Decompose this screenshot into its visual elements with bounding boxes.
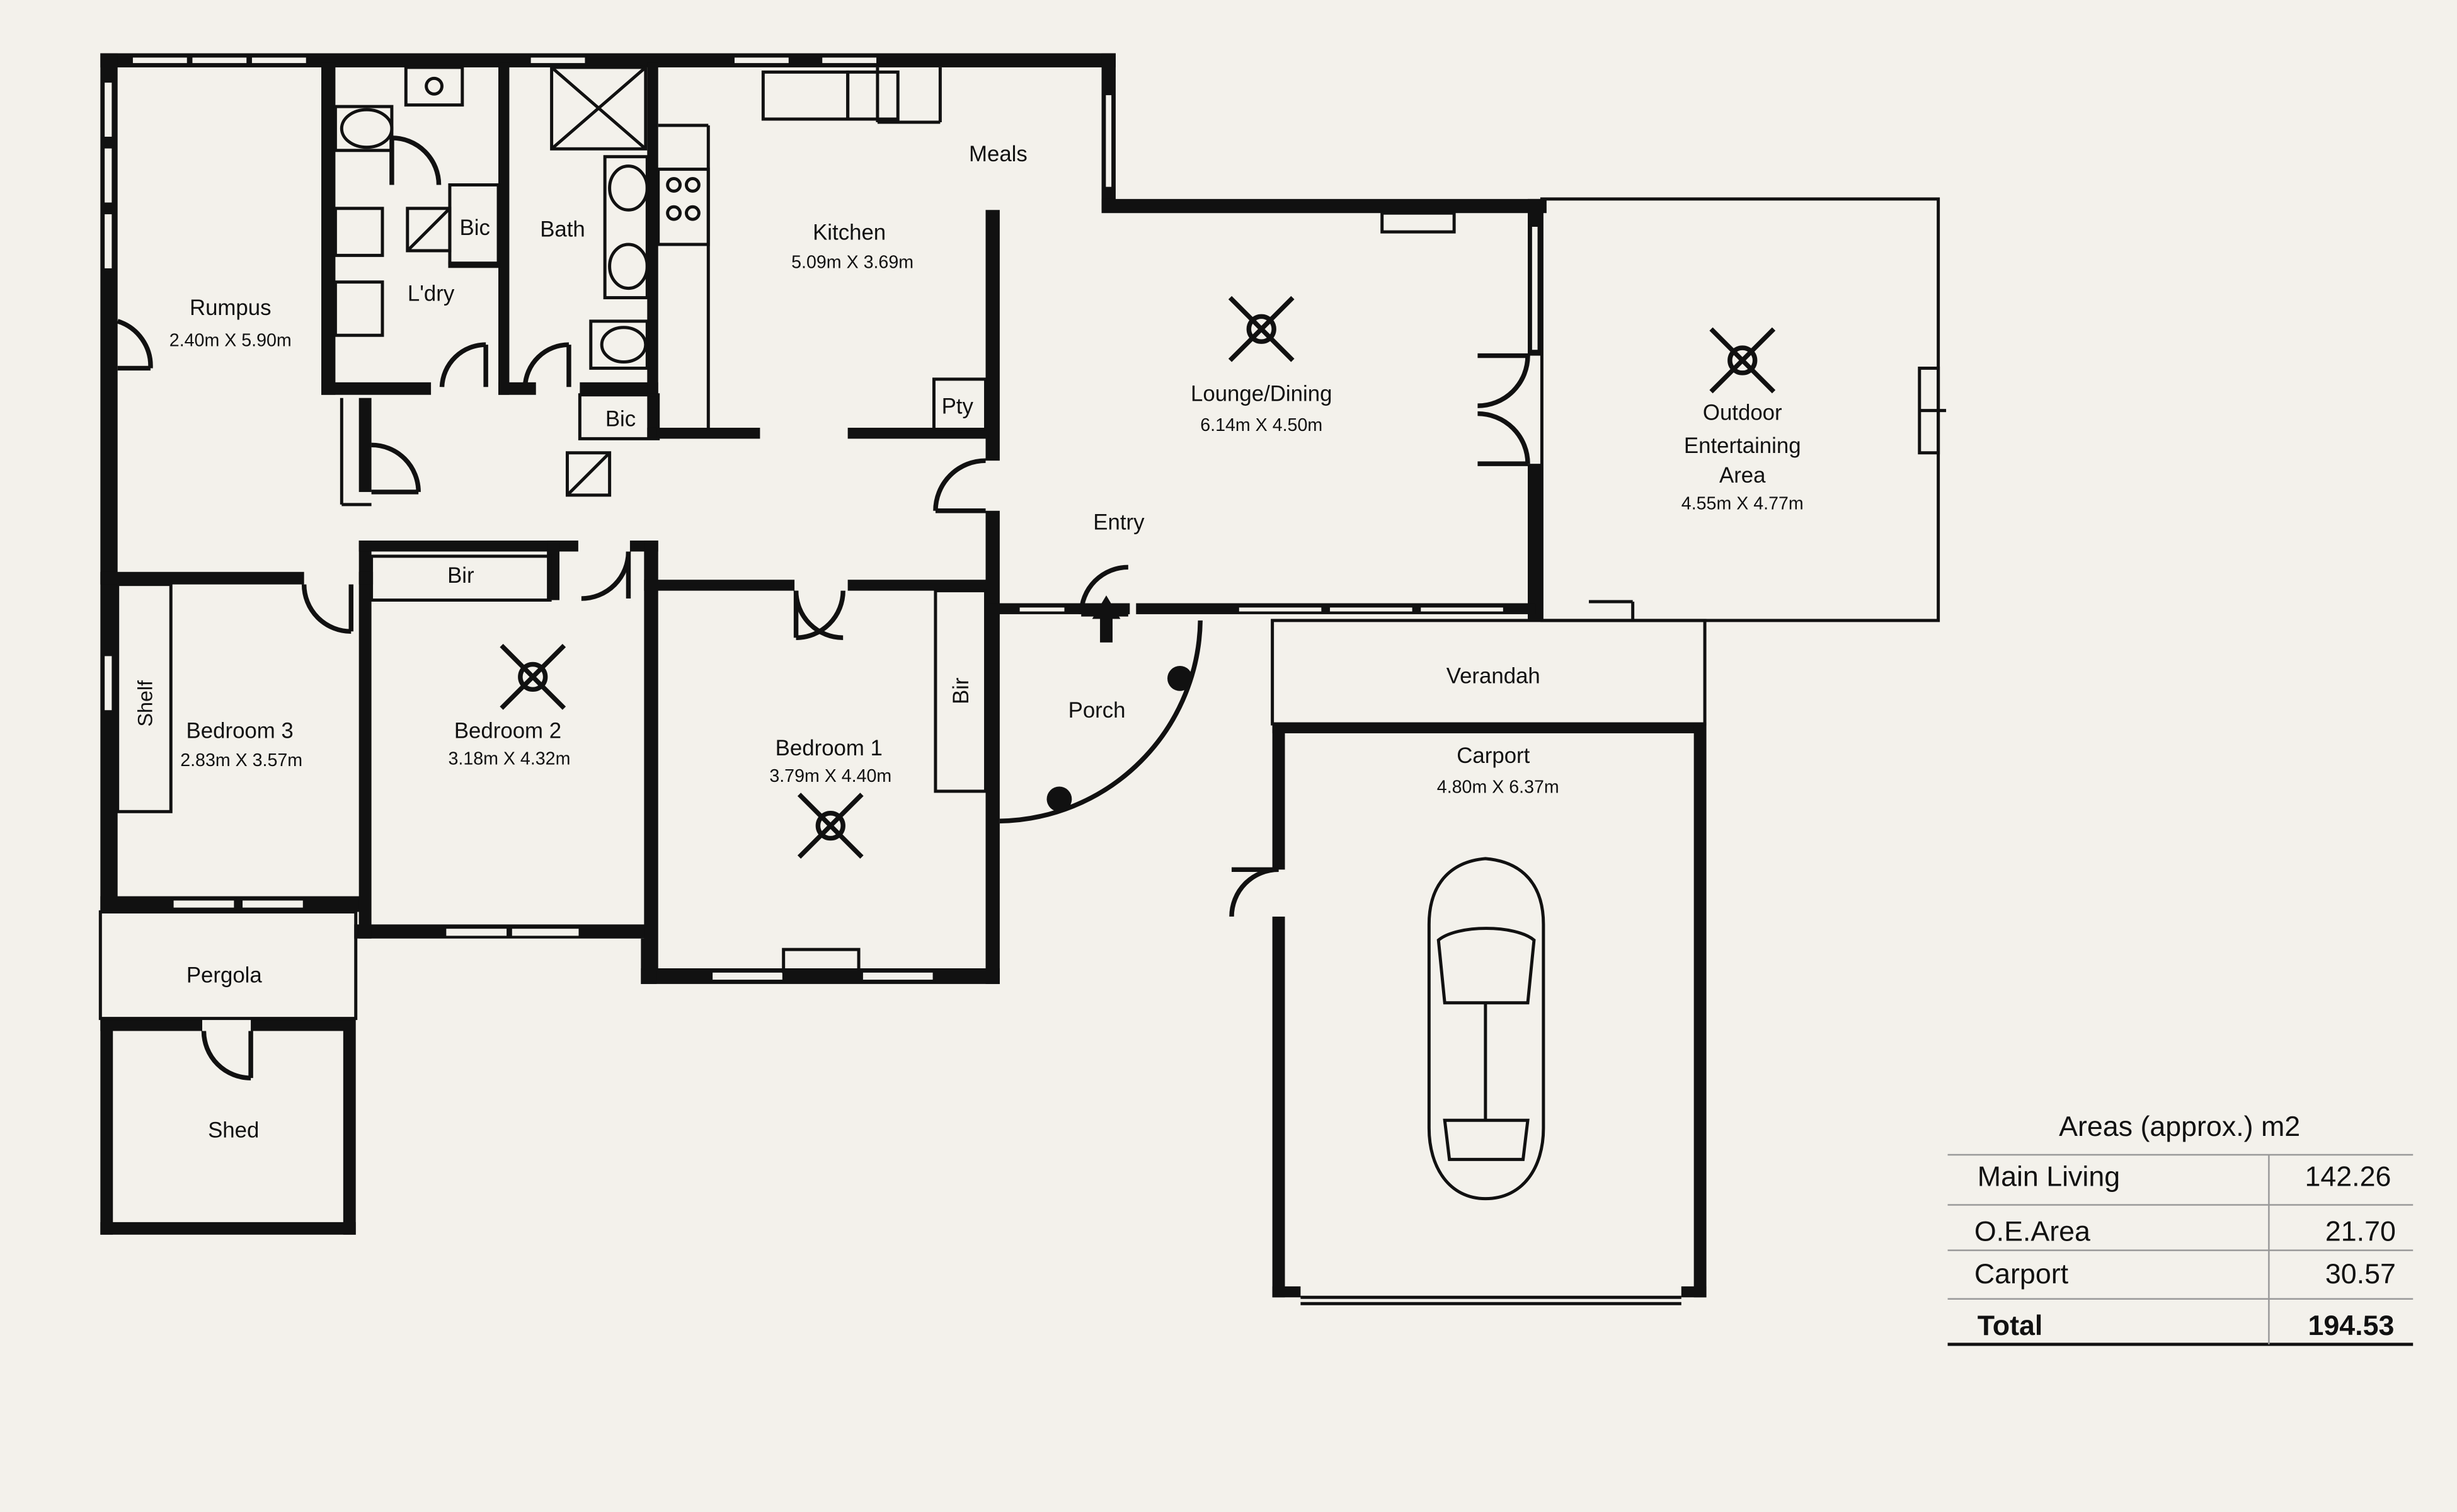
bedroom3-dims: 2.83m X 3.57m <box>180 750 302 770</box>
porch-label: Porch <box>1068 698 1126 723</box>
area-total-value: 194.53 <box>2308 1310 2394 1341</box>
ldry-label: L'dry <box>408 282 455 306</box>
rumpus-label: Rumpus <box>190 295 272 320</box>
bic-ldry-label: Bic <box>460 215 490 240</box>
outdoor-dims: 4.55m X 4.77m <box>1681 493 1804 513</box>
ceiling-fan-icon <box>500 295 1776 859</box>
area-row-value: 142.26 <box>2305 1161 2391 1193</box>
outdoor-outlines <box>98 197 1940 1305</box>
outdoor-label-3: Area <box>1719 463 1766 488</box>
carport-dims: 4.80m X 6.37m <box>1437 777 1559 797</box>
areas-title: Areas (approx.) m2 <box>2059 1111 2300 1142</box>
area-row-label: Main Living <box>1978 1161 2120 1193</box>
car-icon <box>1427 857 1545 1201</box>
outdoor-label-1: Outdoor <box>1703 401 1782 425</box>
bir-bed1-label: Bir <box>949 677 973 704</box>
pty-label: Pty <box>942 394 974 419</box>
area-row-value: 21.70 <box>2325 1216 2396 1247</box>
entry-label: Entry <box>1093 510 1145 535</box>
kitchen-label: Kitchen <box>813 220 886 245</box>
kitchen-dims: 5.09m X 3.69m <box>791 252 914 272</box>
windows <box>102 55 1540 982</box>
carport-label: Carport <box>1457 743 1530 768</box>
lounge-dims: 6.14m X 4.50m <box>1200 415 1322 435</box>
area-row-label: O.E.Area <box>1974 1216 2090 1247</box>
meals-label: Meals <box>969 142 1028 166</box>
pergola-label: Pergola <box>186 963 263 987</box>
shelf-label: Shelf <box>134 680 156 727</box>
verandah-label: Verandah <box>1446 663 1540 688</box>
areas-table: Areas (approx.) m2 Main Living 142.26 O.… <box>1947 1111 2414 1346</box>
shed-label: Shed <box>208 1118 259 1143</box>
outdoor-label-2: Entertaining <box>1684 433 1801 458</box>
fixtures <box>116 66 1947 973</box>
lounge-label: Lounge/Dining <box>1191 382 1332 406</box>
bedroom1-label: Bedroom 1 <box>776 736 883 760</box>
bath-label: Bath <box>540 217 585 242</box>
bedroom1-dims: 3.79m X 4.40m <box>769 766 891 786</box>
bedroom2-label: Bedroom 2 <box>454 718 561 743</box>
bir-bed2-label: Bir <box>447 563 474 588</box>
bedroom2-dims: 3.18m X 4.32m <box>448 749 570 769</box>
area-row-label: Carport <box>1974 1258 2069 1290</box>
doors <box>117 135 1530 1080</box>
rumpus-dims: 2.40m X 5.90m <box>169 331 292 351</box>
bedroom3-label: Bedroom 3 <box>186 718 294 743</box>
area-row-value: 30.57 <box>2325 1258 2396 1290</box>
room-labels: Rumpus 2.40m X 5.90m L'dry Bic Bath Bic … <box>134 142 1803 1142</box>
area-total-label: Total <box>1978 1310 2043 1341</box>
bic-hall-label: Bic <box>605 406 636 431</box>
